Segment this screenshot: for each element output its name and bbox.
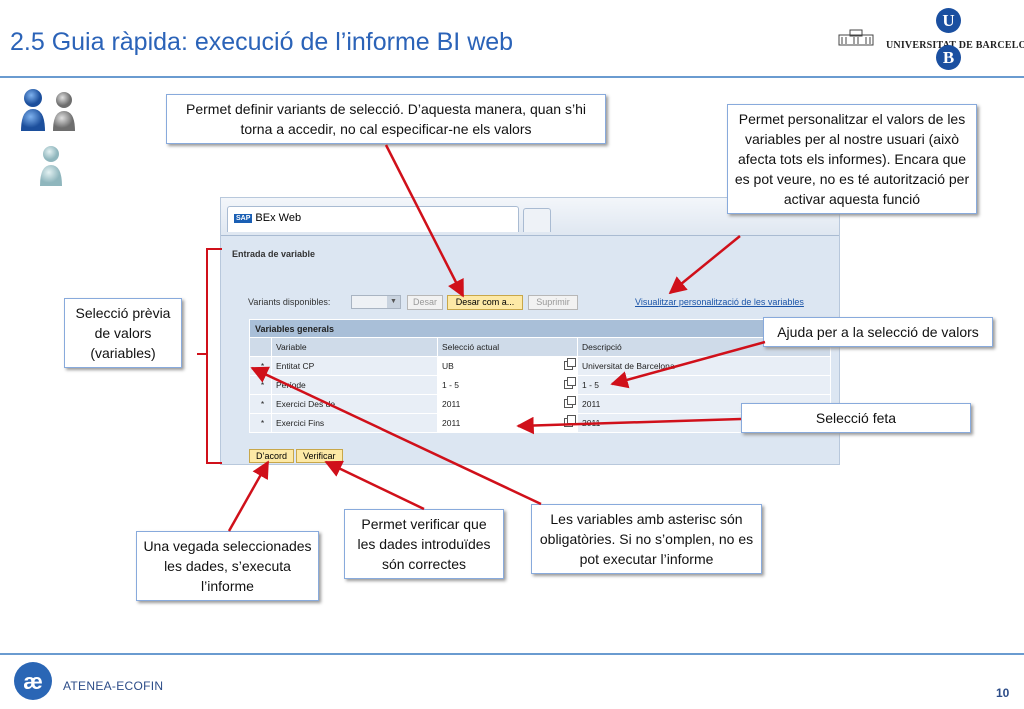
svg-text:æ: æ — [23, 669, 43, 694]
page-title: 2.5 Guia ràpida: execució de l’informe B… — [10, 28, 514, 56]
arrow-execute — [227, 460, 270, 532]
tab-new[interactable] — [523, 208, 551, 232]
save-button[interactable]: Desar — [407, 295, 443, 310]
required-asterisk: * — [249, 394, 272, 414]
required-asterisk: * — [249, 356, 272, 376]
copy-icon[interactable] — [564, 396, 577, 408]
callout-variants: Permet definir variants de selecció. D’a… — [166, 94, 606, 144]
variable-description: 1 - 5 — [577, 375, 831, 395]
arrow-verify — [324, 460, 425, 511]
university-logo: U UNIVERSITAT DE BARCELONA B — [836, 8, 1024, 72]
selection-value: UB — [442, 361, 454, 371]
personalize-variables-link[interactable]: Visualitzar personalització de les varia… — [635, 297, 804, 307]
save-as-button[interactable]: Desar com a... — [447, 295, 523, 310]
title-divider — [0, 76, 1024, 78]
copy-icon[interactable] — [564, 377, 577, 389]
variable-name: Exercici Des de — [270, 394, 439, 414]
table-row: * Període 1 - 5 1 - 5 — [249, 375, 831, 395]
footer-brand: ATENEA-ECOFIN — [63, 679, 164, 693]
copy-icon[interactable] — [564, 358, 577, 370]
ok-button[interactable]: D’acord — [249, 449, 295, 463]
callout-personalize: Permet personalitzar el valors de les va… — [727, 104, 977, 214]
sap-badge: SAP — [234, 213, 253, 223]
delete-button[interactable]: Suprimir — [528, 295, 578, 310]
variable-description: Universitat de Barcelona — [577, 356, 831, 376]
required-asterisk: * — [249, 413, 272, 433]
selection-input[interactable]: UB — [437, 356, 579, 376]
selection-input[interactable]: 2011 — [437, 413, 579, 433]
callout-execute: Una vegada seleccionades les dades, s’ex… — [136, 531, 319, 601]
callout-selection-done: Selecció feta — [741, 403, 971, 433]
selection-bracket — [206, 248, 222, 464]
callout-verify: Permet verificar que les dades introduïd… — [344, 509, 504, 579]
callout-help: Ajuda per a la selecció de valors — [763, 317, 993, 347]
column-header-required — [249, 337, 272, 357]
users-icon — [21, 89, 75, 186]
variable-name: Període — [270, 375, 439, 395]
column-header-variable[interactable]: Variable — [270, 337, 439, 357]
required-asterisk: * — [249, 375, 272, 395]
column-header-selection[interactable]: Selecció actual — [437, 337, 579, 357]
variable-name: Exercici Fins — [270, 413, 439, 433]
callout-preselection: Selecció prèvia de valors (variables) — [64, 298, 182, 368]
selection-input[interactable]: 2011 — [437, 394, 579, 414]
footer-divider — [0, 653, 1024, 655]
dropdown-arrow-icon[interactable]: ▼ — [387, 296, 400, 308]
verify-button[interactable]: Verificar — [296, 449, 343, 463]
ub-logo-u: U — [936, 8, 961, 33]
variants-label: Variants disponibles: — [248, 297, 331, 307]
variants-select[interactable]: ▼ — [351, 295, 401, 309]
bracket-tick — [197, 353, 208, 355]
atenea-logo-icon: æ — [14, 662, 52, 700]
variable-name: Entitat CP — [270, 356, 439, 376]
page-number: 10 — [996, 686, 1010, 700]
selection-value: 2011 — [442, 418, 461, 428]
callout-required: Les variables amb asterisc són obligatòr… — [531, 504, 762, 574]
ub-logo-text: UNIVERSITAT DE BARCELONA — [886, 40, 1024, 51]
table-caption: Variables generals — [249, 319, 831, 338]
selection-input[interactable]: 1 - 5 — [437, 375, 579, 395]
table-row: * Entitat CP UB Universitat de Barcelona — [249, 356, 831, 376]
variable-entry-heading: Entrada de variable — [232, 249, 316, 259]
copy-icon[interactable] — [564, 415, 577, 427]
ub-logo-b: B — [936, 45, 961, 70]
selection-value: 2011 — [442, 399, 461, 409]
selection-value: 1 - 5 — [442, 380, 460, 390]
tab-label: BEx Web — [255, 212, 302, 224]
ub-building-icon — [838, 29, 874, 46]
